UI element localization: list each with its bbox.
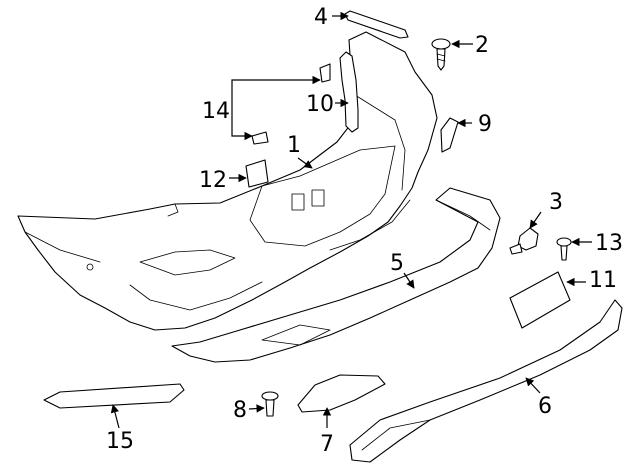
sensor-bracket-part — [245, 159, 269, 188]
clip-upper-part — [319, 63, 331, 83]
callout-15: 15 — [106, 429, 134, 454]
callout-4: 4 — [314, 5, 328, 30]
callout-14: 14 — [202, 99, 230, 124]
side-bracket-part — [339, 51, 359, 133]
side-trim-part — [43, 383, 185, 409]
diffuser-part — [171, 187, 501, 363]
callout-12: 12 — [199, 168, 227, 193]
bolt-part — [261, 391, 279, 417]
callout-13: 13 — [595, 231, 623, 256]
screw-part — [556, 237, 572, 261]
push-clip-part — [431, 38, 451, 71]
sensor-part — [509, 227, 539, 255]
upper-trim-strip-part — [344, 10, 409, 39]
clip-lower-part — [251, 131, 269, 145]
callout-10: 10 — [306, 92, 334, 117]
callout-7: 7 — [320, 432, 334, 457]
callout-3: 3 — [549, 190, 563, 215]
callout-labels: 1 2 3 4 5 6 7 8 9 10 11 12 13 14 15 — [106, 5, 623, 457]
callout-2: 2 — [475, 33, 489, 58]
lower-valance-part — [349, 299, 623, 463]
license-bracket-part — [509, 271, 571, 329]
callout-1: 1 — [287, 133, 301, 158]
lower-bracket-part — [297, 374, 386, 413]
callout-11: 11 — [589, 268, 617, 293]
callout-9: 9 — [478, 112, 492, 137]
leader-lines — [110, 11, 592, 429]
callout-6: 6 — [538, 394, 552, 419]
callout-5: 5 — [390, 251, 404, 276]
bumper-cover-part — [17, 31, 438, 331]
callout-8: 8 — [233, 398, 247, 423]
reflector-part — [440, 117, 459, 153]
